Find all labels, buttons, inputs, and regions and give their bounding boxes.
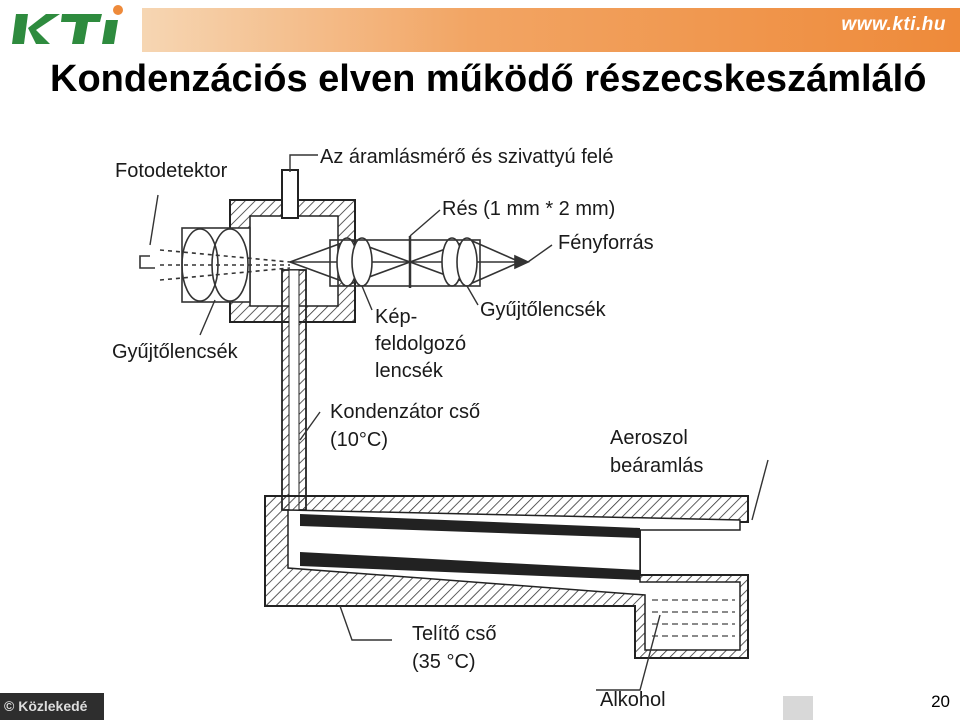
label-collecting-lens-right: Gyűjtőlencsék: [480, 299, 607, 321]
condenser-tube: [281, 269, 307, 511]
label-imaging-lens-3: lencsék: [375, 360, 444, 382]
photodetector-lens: [139, 227, 291, 303]
light-path-optics: [289, 236, 530, 288]
label-slit: Rés (1 mm * 2 mm): [442, 198, 615, 220]
label-condenser-2: (10°C): [330, 429, 388, 451]
label-outlet: Az áramlásmérő és szivattyú felé: [320, 146, 613, 168]
label-alcohol: Alkohol: [600, 689, 666, 711]
header-bar: www.kti.hu: [0, 0, 960, 52]
kti-logo: [12, 5, 123, 44]
footer-decoration: [783, 696, 813, 720]
label-collecting-lens-left: Gyűjtőlencsék: [112, 341, 239, 363]
page-number: 20: [931, 692, 950, 711]
label-condenser-1: Kondenzátor cső: [330, 401, 480, 423]
label-imaging-lens-1: Kép-: [375, 306, 417, 328]
leader-lines: [149, 154, 769, 691]
label-fotodetektor: Fotodetektor: [115, 160, 228, 182]
header-band: [142, 8, 960, 52]
label-aerosol-2: beáramlás: [610, 455, 703, 477]
label-aerosol-1: Aeroszol: [610, 427, 688, 449]
label-saturator-1: Telítő cső: [412, 623, 496, 645]
page-title: Kondenzációs elven működő részecskeszáml…: [50, 58, 927, 100]
saturator-body: [264, 495, 749, 659]
label-light-source: Fényforrás: [558, 232, 654, 254]
footer-copyright: © Közlekedé: [0, 693, 104, 720]
site-url[interactable]: www.kti.hu: [841, 14, 946, 35]
label-imaging-lens-2: feldolgozó: [375, 333, 466, 355]
label-saturator-2: (35 °C): [412, 651, 476, 673]
